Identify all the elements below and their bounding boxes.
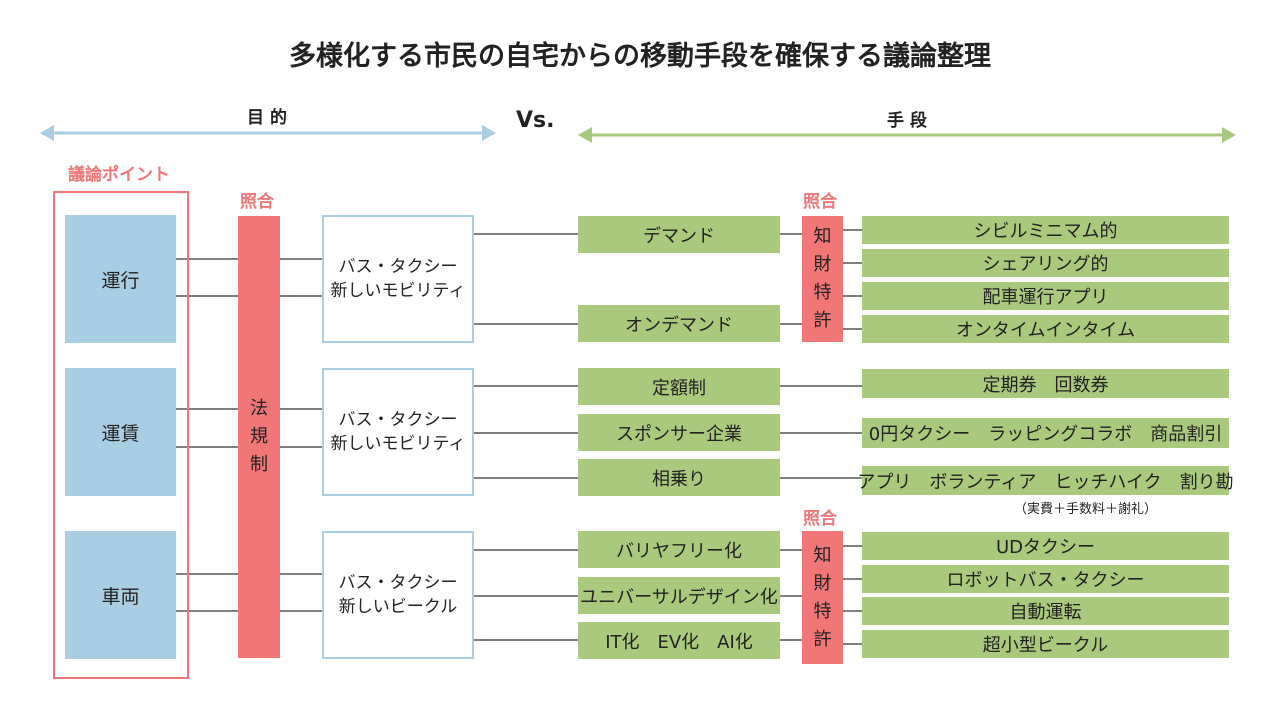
detail-item: 定期券 回数券 bbox=[862, 369, 1229, 398]
detail-item: 自動運転 bbox=[862, 597, 1229, 625]
purpose-double-arrow bbox=[40, 125, 496, 141]
vs-label: Vs. bbox=[516, 108, 555, 133]
target-box: バス・タクシー 新しいビークル bbox=[322, 531, 474, 659]
ip-char: 財 bbox=[813, 572, 832, 594]
means-item: ユニバーサルデザイン化 bbox=[578, 577, 780, 614]
law-char: 法 bbox=[250, 398, 268, 419]
ip-char: 許 bbox=[813, 310, 832, 331]
means-item: IT化 EV化 AI化 bbox=[578, 622, 780, 659]
target-line1: バス・タクシー bbox=[338, 410, 458, 430]
means-item: バリヤフリー化 bbox=[578, 531, 780, 568]
means-item: 相乗り bbox=[578, 459, 780, 496]
target-line1: バス・タクシー bbox=[338, 257, 458, 277]
means-header: 手段 bbox=[887, 111, 933, 131]
cost-note: （実費＋手数料＋謝礼） bbox=[1014, 502, 1158, 517]
detail-item: 0円タクシー ラッピングコラボ 商品割引 bbox=[862, 418, 1229, 448]
discussion-points-frame bbox=[53, 191, 189, 679]
page-title: 多様化する市民の自宅からの移動手段を確保する議論整理 bbox=[289, 41, 991, 72]
detail-item: アプリ ボランティア ヒッチハイク 割り勘 bbox=[857, 466, 1234, 495]
target-line1: バス・タクシー bbox=[338, 573, 458, 593]
ip-patent-bar-top: 知 財 特 許 bbox=[802, 216, 843, 342]
target-box: バス・タクシー 新しいモビリティ bbox=[322, 368, 474, 496]
ip-char: 許 bbox=[813, 628, 832, 650]
means-item: スポンサー企業 bbox=[578, 414, 780, 451]
match-label-bottom: 照合 bbox=[803, 509, 837, 529]
ip-char: 財 bbox=[813, 254, 832, 275]
point-vehicle: 車両 bbox=[65, 531, 176, 659]
detail-item: オンタイムインタイム bbox=[862, 315, 1229, 343]
match-label-left: 照合 bbox=[240, 192, 274, 212]
target-line2: 新しいモビリティ bbox=[330, 434, 466, 454]
ip-char: 知 bbox=[813, 544, 832, 566]
detail-item: シビルミニマム的 bbox=[862, 216, 1229, 244]
law-regulation-bar: 法 規 制 bbox=[238, 216, 280, 658]
ip-char: 特 bbox=[813, 282, 832, 303]
target-line2: 新しいモビリティ bbox=[330, 281, 466, 301]
target-box: バス・タクシー 新しいモビリティ bbox=[322, 215, 474, 343]
ip-char: 知 bbox=[813, 226, 832, 247]
means-item: オンデマンド bbox=[578, 305, 780, 342]
means-double-arrow bbox=[578, 127, 1236, 143]
law-char: 制 bbox=[250, 454, 268, 475]
discussion-points-label: 議論ポイント bbox=[68, 165, 170, 185]
ip-patent-bar-bottom: 知 財 特 許 bbox=[802, 531, 843, 664]
detail-item: 配車運行アプリ bbox=[862, 282, 1229, 310]
match-label-top: 照合 bbox=[803, 192, 837, 212]
detail-item: 超小型ビークル bbox=[862, 630, 1229, 658]
detail-item: UDタクシー bbox=[862, 532, 1229, 560]
law-char: 規 bbox=[250, 426, 268, 447]
purpose-header: 目的 bbox=[247, 108, 293, 128]
point-fare: 運賃 bbox=[65, 368, 176, 496]
means-item: デマンド bbox=[578, 216, 780, 253]
detail-item: ロボットバス・タクシー bbox=[862, 565, 1229, 593]
ip-char: 特 bbox=[813, 600, 832, 622]
means-item: 定額制 bbox=[578, 368, 780, 405]
point-operation: 運行 bbox=[65, 215, 176, 343]
detail-item: シェアリング的 bbox=[862, 249, 1229, 277]
target-line2: 新しいビークル bbox=[338, 597, 458, 617]
